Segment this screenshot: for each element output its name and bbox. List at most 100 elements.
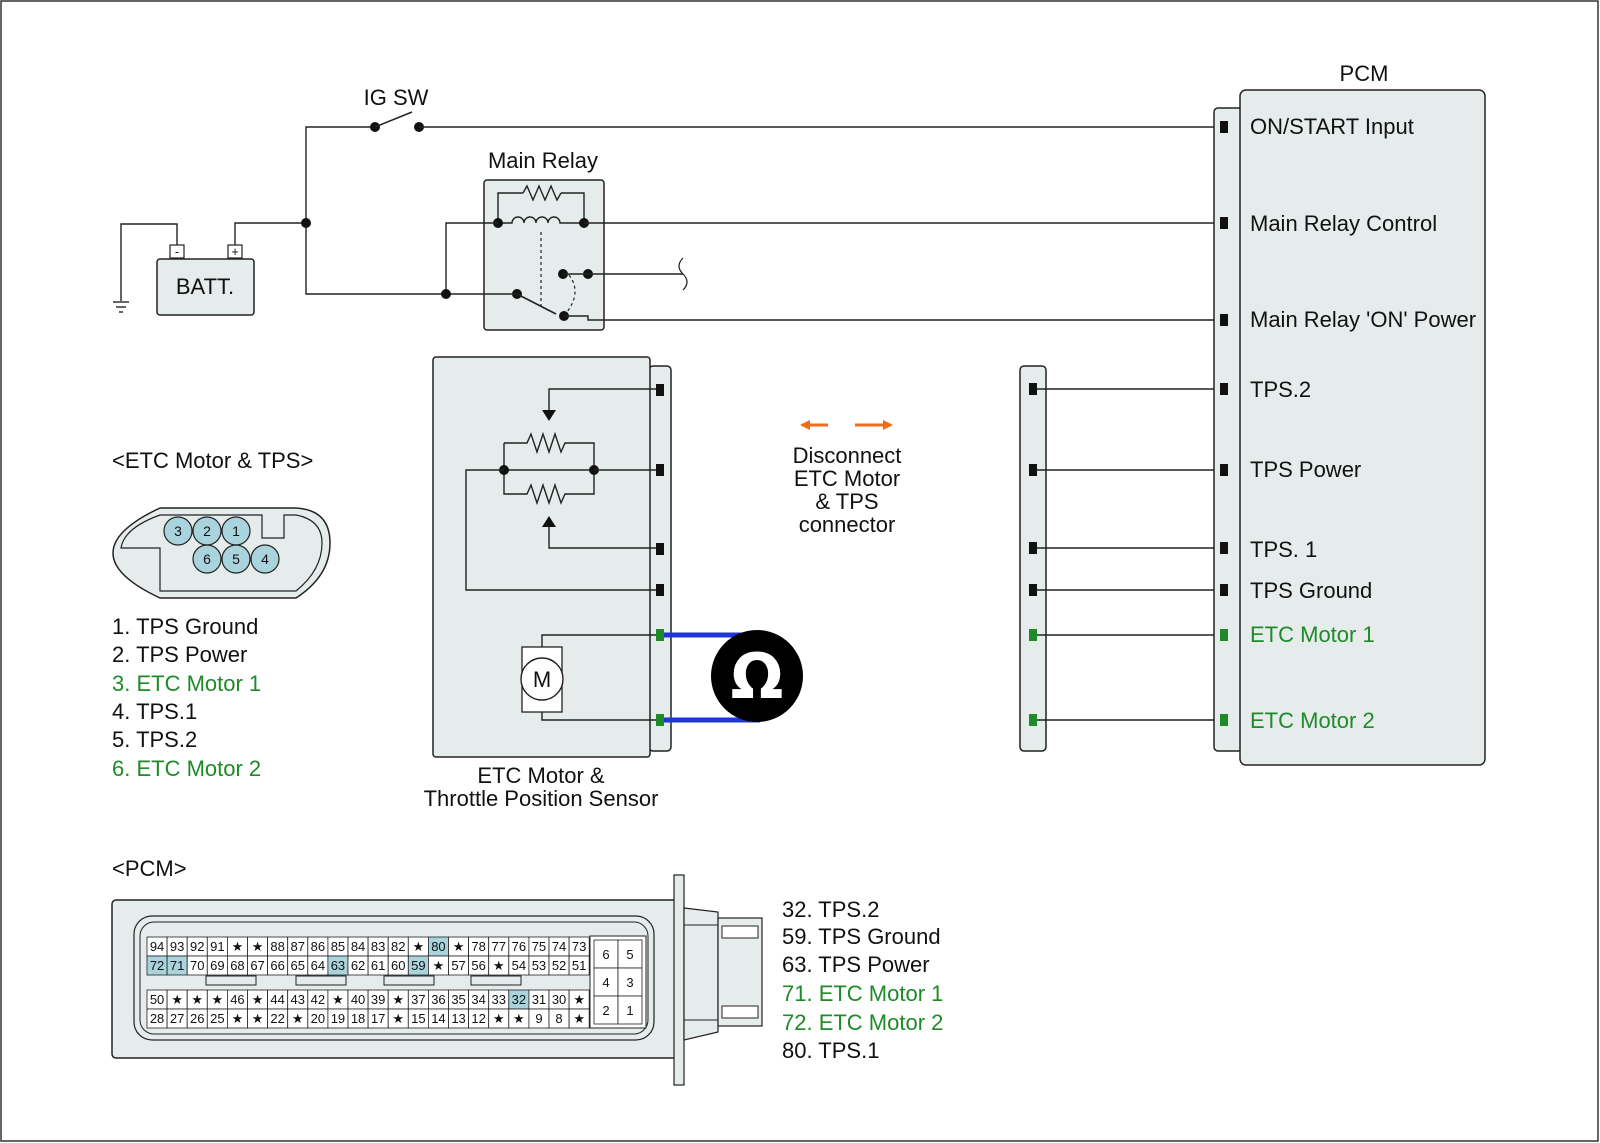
pcm-pin-label: 40 — [351, 992, 365, 1007]
pcm-pin-label: 57 — [451, 958, 465, 973]
pcm-pin-label: 54 — [512, 958, 526, 973]
pcm-pin-label: 28 — [150, 1011, 164, 1026]
pcm-pin-label: 76 — [512, 939, 526, 954]
pcm-pin-label: 50 — [150, 992, 164, 1007]
pcm-pin-list-item: 80. TPS.1 — [782, 1038, 879, 1063]
pcm-terminal-etc-motor1: ETC Motor 1 — [1250, 622, 1375, 647]
pcm-pin-label: 75 — [532, 939, 546, 954]
pcm-pin-label: 70 — [190, 958, 204, 973]
pcm-pin-list-item: 63. TPS Power — [782, 952, 930, 977]
pcm-pin-label: 71 — [170, 958, 184, 973]
pcm-pin-label: 91 — [210, 939, 224, 954]
pcm-pin-label: 69 — [210, 958, 224, 973]
etc-pin-list-item: 4. TPS.1 — [112, 699, 197, 724]
pcm-small-pin-label: 5 — [626, 947, 633, 962]
pcm-pin-label: 94 — [150, 939, 164, 954]
pcm-pin-label: 33 — [492, 992, 506, 1007]
pcm-small-pin-label: 6 — [602, 947, 609, 962]
disconnect-line4: connector — [799, 512, 896, 537]
pcm-pin-label: 87 — [291, 939, 305, 954]
pcm-terminal-on-start: ON/START Input — [1250, 114, 1414, 139]
pcm-pin-label: 61 — [371, 958, 385, 973]
pcm-small-pin-label: 2 — [602, 1003, 609, 1018]
pcm-pin-label: 63 — [331, 958, 345, 973]
pcm-pin-label: 34 — [471, 992, 485, 1007]
pcm-pin-label: 44 — [270, 992, 284, 1007]
pcm-terminal-etc-motor2: ETC Motor 2 — [1250, 708, 1375, 733]
etc-connector-view: <ETC Motor & TPS> 3 2 1 6 5 4 1. TPS Gro… — [112, 448, 331, 781]
relay-feed-wire — [305, 223, 446, 295]
etc-pin-list-item: 3. ETC Motor 1 — [112, 671, 261, 696]
dc-motor-icon: M — [520, 634, 659, 721]
battery-label: BATT. — [176, 274, 234, 299]
pcm-module: PCM ON/START Input Main Relay Control Ma… — [1213, 61, 1486, 766]
pcm-pin-label: 37 — [411, 992, 425, 1007]
pcm-small-pin-cell — [617, 995, 643, 1025]
pcm-pin-label: 42 — [311, 992, 325, 1007]
pcm-pin-label: ★ — [252, 939, 264, 954]
pcm-small-pin-label: 3 — [626, 975, 633, 990]
pcm-pin-label: 15 — [411, 1011, 425, 1026]
pcm-pin-list-item: 72. ETC Motor 2 — [782, 1010, 943, 1035]
pcm-title: PCM — [1340, 61, 1389, 86]
etc-pin-label: 4 — [261, 551, 269, 567]
disconnect-note: Disconnect ETC Motor & TPS connector — [793, 420, 901, 537]
pcm-pin-label: 31 — [532, 992, 546, 1007]
pcm-pin-label: ★ — [413, 939, 425, 954]
pcm-pin-label: 35 — [451, 992, 465, 1007]
pcm-pin-label: 46 — [230, 992, 244, 1007]
pcm-pin-list-item: 71. ETC Motor 1 — [782, 981, 943, 1006]
pcm-pin-label: 66 — [270, 958, 284, 973]
pcm-pin-label: 93 — [170, 939, 184, 954]
pcm-pin-label: 67 — [250, 958, 264, 973]
pcm-pin-list-item: 59. TPS Ground — [782, 924, 941, 949]
etc-pin-label: 2 — [203, 523, 211, 539]
pcm-terminal-main-relay-control: Main Relay Control — [1250, 211, 1437, 236]
pcm-pin-label: ★ — [212, 992, 224, 1007]
pcm-small-pin-cell — [617, 967, 643, 997]
pcm-pin-cell — [568, 1008, 590, 1029]
pcm-pin-label: 80 — [431, 939, 445, 954]
pcm-connector-title: <PCM> — [112, 856, 187, 881]
pcm-pin-label: 53 — [532, 958, 546, 973]
pcm-pin-label: 52 — [552, 958, 566, 973]
pcm-pin-label: 78 — [471, 939, 485, 954]
pcm-pin-label: ★ — [573, 992, 585, 1007]
main-relay: Main Relay — [483, 148, 605, 331]
etc-pin-label: 1 — [232, 523, 240, 539]
ohmmeter[interactable]: Ω — [664, 630, 803, 723]
pcm-pin-cell — [568, 955, 590, 976]
relay-coil-supply-wire — [445, 222, 498, 294]
pcm-pin-label: 60 — [391, 958, 405, 973]
pcm-pin-label: 73 — [572, 939, 586, 954]
pcm-pin-label: 14 — [431, 1011, 445, 1026]
pcm-terminal-tps1: TPS. 1 — [1250, 537, 1317, 562]
pcm-pin-label: 25 — [210, 1011, 224, 1026]
etc-component-label-line2: Throttle Position Sensor — [424, 786, 659, 811]
pcm-small-pin-cell — [593, 967, 619, 997]
pcm-pin-label: 26 — [190, 1011, 204, 1026]
pcm-pin-label: 36 — [431, 992, 445, 1007]
disconnect-line3: & TPS — [815, 489, 878, 514]
pcm-small-pin-cell — [617, 939, 643, 969]
pcm-pin-label: ★ — [252, 1011, 264, 1026]
pcm-pin-label: 65 — [291, 958, 305, 973]
pcm-pin-label: 51 — [572, 958, 586, 973]
pcm-pin-label: 8 — [555, 1011, 562, 1026]
pcm-pin-label: 19 — [331, 1011, 345, 1026]
pcm-pin-label: 22 — [270, 1011, 284, 1026]
pcm-latch-bar — [470, 975, 522, 986]
pcm-pin-label: 9 — [535, 1011, 542, 1026]
pcm-pin-label: ★ — [252, 992, 264, 1007]
pcm-pin-label: 32 — [512, 992, 526, 1007]
pcm-pin-label: 18 — [351, 1011, 365, 1026]
pcm-terminal-main-relay-on-power: Main Relay 'ON' Power — [1250, 307, 1476, 332]
pcm-pin-label: ★ — [292, 1011, 304, 1026]
pcm-pin-label: 72 — [150, 958, 164, 973]
pcm-small-pin-label: 4 — [602, 975, 609, 990]
etc-pin-list-item: 2. TPS Power — [112, 642, 247, 667]
pcm-pin-label: 92 — [190, 939, 204, 954]
pcm-pin-label: ★ — [392, 992, 404, 1007]
